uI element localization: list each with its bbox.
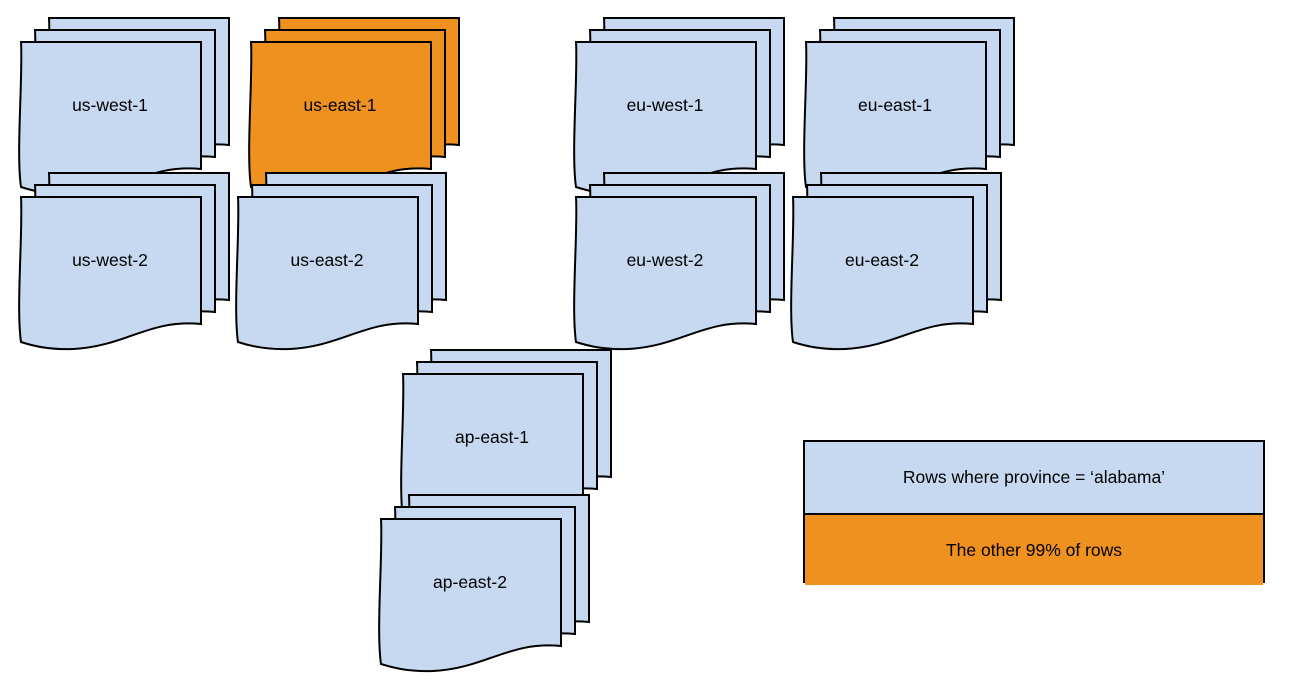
region-stack-us-west-2[interactable]: us-west-2 xyxy=(18,172,233,351)
document-sheet-front xyxy=(790,196,974,351)
region-stack-eu-west-1[interactable]: eu-west-1 xyxy=(573,17,788,196)
region-stack-us-east-1[interactable]: us-east-1 xyxy=(248,17,463,196)
legend-orange: The other 99% of rows xyxy=(805,515,1263,585)
region-stack-ap-east-2[interactable]: ap-east-2 xyxy=(378,494,593,673)
region-stack-shape-ap-east-2 xyxy=(378,494,590,673)
region-stack-us-east-2[interactable]: us-east-2 xyxy=(235,172,450,351)
region-stack-ap-east-1[interactable]: ap-east-1 xyxy=(400,349,615,528)
legend: Rows where province = ‘alabama’ The other… xyxy=(803,440,1265,585)
region-stack-shape-eu-east-1 xyxy=(803,17,1015,196)
region-stack-shape-us-east-1 xyxy=(248,17,460,196)
region-stack-shape-us-west-1 xyxy=(18,17,230,196)
region-stack-shape-eu-west-1 xyxy=(573,17,785,196)
region-stack-eu-east-1[interactable]: eu-east-1 xyxy=(803,17,1018,196)
region-stack-shape-us-east-2 xyxy=(235,172,447,351)
document-sheet-front xyxy=(235,196,419,351)
region-stack-eu-west-2[interactable]: eu-west-2 xyxy=(573,172,788,351)
region-stack-us-west-1[interactable]: us-west-1 xyxy=(18,17,233,196)
document-sheet-front xyxy=(378,518,562,673)
legend-blue-label: Rows where province = ‘alabama’ xyxy=(902,467,1166,487)
legend-orange-label: The other 99% of rows xyxy=(945,539,1123,560)
region-stack-shape-eu-west-2 xyxy=(573,172,785,351)
legend-blue: Rows where province = ‘alabama’ xyxy=(805,442,1263,515)
region-stack-shape-us-west-2 xyxy=(18,172,230,351)
document-sheet-front xyxy=(573,196,757,351)
region-stack-shape-eu-east-2 xyxy=(790,172,1002,351)
region-stack-shape-ap-east-1 xyxy=(400,349,612,528)
region-stack-eu-east-2[interactable]: eu-east-2 xyxy=(790,172,1005,351)
document-sheet-front xyxy=(18,196,202,351)
